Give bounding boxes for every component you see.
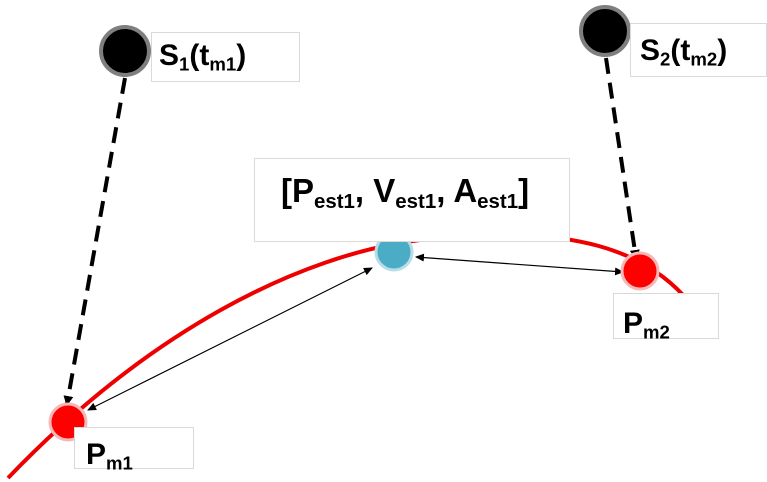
label-s1-open: (t — [189, 39, 210, 72]
label-pm2-sub: m2 — [643, 321, 670, 343]
label-pm1-main: P — [86, 438, 107, 471]
label-box-s1 — [151, 32, 300, 82]
label-estimate-sep2: , — [436, 172, 454, 209]
label-s2-close: ) — [717, 34, 728, 67]
label-estimate-p: P — [292, 172, 315, 209]
label-pm2-main: P — [623, 307, 644, 340]
residual-arrow-pm2 — [415, 253, 624, 276]
label-s1-sub: 1 — [179, 53, 190, 75]
label-box-s2 — [630, 23, 767, 77]
label-estimate-open: [ — [281, 172, 292, 209]
satellite-s2-node — [579, 5, 631, 57]
label-pm2: Pm2 — [623, 309, 670, 342]
label-s1-tsub: m1 — [209, 53, 237, 75]
label-s1: S1(tm1) — [159, 41, 246, 74]
label-pm1-sub: m1 — [106, 452, 133, 474]
label-estimate: [Pest1, Vest1, Aest1] — [281, 174, 529, 213]
label-s1-close: ) — [236, 39, 247, 72]
label-s2-open: (t — [670, 34, 691, 67]
label-box-estimate — [254, 158, 570, 242]
label-box-pm2 — [613, 293, 719, 339]
label-estimate-close: ] — [518, 172, 530, 209]
label-s2: S2(tm2) — [640, 36, 727, 69]
label-estimate-p-sub: est1 — [314, 190, 355, 214]
label-s1-main: S — [159, 39, 180, 72]
label-estimate-a-sub: est1 — [477, 190, 519, 214]
label-box-pm1 — [74, 427, 194, 469]
observation-line-s1 — [63, 77, 127, 406]
label-s2-main: S — [640, 34, 661, 67]
label-estimate-v: V — [373, 172, 396, 209]
measurement-pm2-node — [620, 251, 660, 291]
observation-line-s2 — [604, 57, 640, 260]
satellite-s1-node — [99, 25, 151, 77]
label-pm1: Pm1 — [86, 440, 133, 473]
label-estimate-v-sub: est1 — [395, 190, 437, 214]
label-s2-tsub: m2 — [690, 48, 718, 70]
label-estimate-sep1: , — [354, 172, 374, 209]
label-estimate-a: A — [453, 172, 478, 209]
label-s2-sub: 2 — [660, 48, 671, 70]
residual-arrow-pm1 — [87, 267, 373, 411]
